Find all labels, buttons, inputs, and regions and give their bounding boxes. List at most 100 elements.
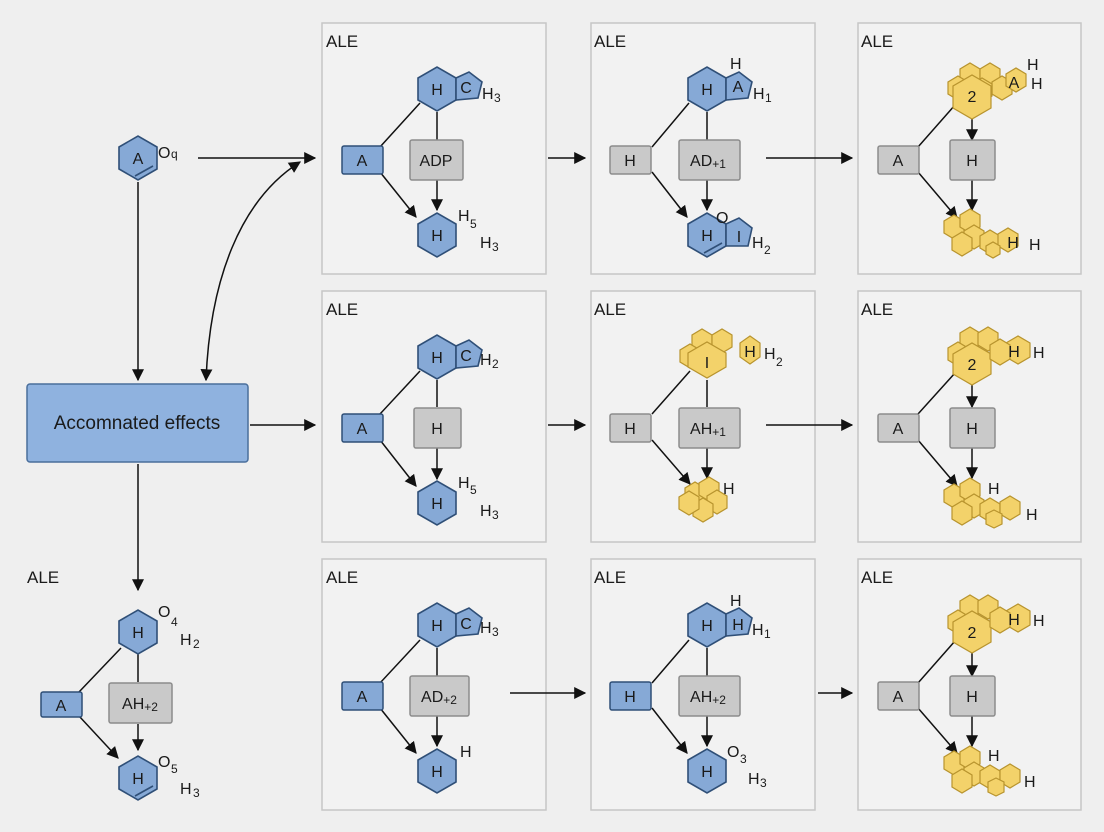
svg-text:AH+1: AH+1: [690, 421, 726, 439]
svg-text:H: H: [458, 208, 470, 225]
svg-text:H: H: [1026, 507, 1038, 524]
svg-text:H: H: [1007, 235, 1019, 252]
svg-text:2: 2: [776, 355, 783, 369]
svg-text:3: 3: [740, 752, 747, 766]
svg-text:H: H: [1008, 612, 1020, 629]
svg-text:2: 2: [193, 637, 200, 651]
svg-text:H: H: [1029, 237, 1041, 254]
svg-text:H: H: [431, 82, 443, 99]
svg-text:C: C: [460, 80, 472, 97]
svg-text:AH+2: AH+2: [690, 689, 726, 707]
main-effects-label: Accomnated effects: [54, 413, 221, 434]
svg-text:H: H: [431, 496, 443, 513]
svg-text:O: O: [716, 210, 728, 227]
svg-text:3: 3: [760, 776, 767, 790]
panel-4-title: ALE: [326, 300, 358, 319]
svg-text:H: H: [988, 481, 1000, 498]
svg-text:H: H: [1027, 57, 1039, 74]
benzene-ring-icon: [417, 480, 457, 526]
svg-text:O: O: [158, 754, 170, 771]
molecule-cluster-icon: [947, 62, 1027, 120]
svg-text:H: H: [966, 689, 978, 706]
svg-text:1: 1: [765, 91, 772, 105]
benzene-ring-icon: [952, 74, 992, 120]
svg-text:H: H: [752, 622, 764, 639]
left-bottom-diagram: H O 4 H 2 A AH+2 H O 5 H 3: [40, 604, 200, 801]
arrow-main-to-panel1-curve: [200, 161, 302, 382]
svg-text:H: H: [431, 764, 443, 781]
benzene-ring-icon: [417, 748, 457, 794]
svg-text:A: A: [893, 421, 904, 438]
benzene-ring-icon: [687, 341, 727, 379]
panel-8-title: ALE: [594, 568, 626, 587]
svg-text:O: O: [158, 604, 170, 621]
benzene-ring-icon: [687, 748, 727, 794]
svg-text:H: H: [730, 593, 742, 610]
benzene-ring-icon: [952, 610, 992, 654]
svg-text:AH+2: AH+2: [122, 696, 158, 714]
panel-9-content: ALE 2 H H A H H H: [861, 568, 1045, 797]
molecule-cluster-icon: [943, 208, 1019, 259]
pentagon-ring-icon: [725, 217, 753, 247]
svg-text:C: C: [460, 616, 472, 633]
svg-text:3: 3: [494, 91, 501, 105]
svg-text:H: H: [480, 235, 492, 252]
svg-text:A: A: [893, 153, 904, 170]
svg-text:C: C: [460, 348, 472, 365]
panel-5-content: ALE I H H 2 H AH+1 H: [594, 300, 783, 523]
svg-text:H: H: [753, 86, 765, 103]
pentagon-ring-icon: [725, 71, 753, 101]
svg-text:AD+2: AD+2: [421, 689, 457, 707]
panel-6-content: ALE 2 H H A H H H: [861, 300, 1045, 529]
benzene-ring-icon: [118, 609, 158, 655]
svg-text:H: H: [1033, 345, 1045, 362]
panel-6-title: ALE: [861, 300, 893, 319]
svg-text:A: A: [1009, 75, 1020, 92]
svg-text:H: H: [701, 618, 713, 635]
main-effects-box: Accomnated effects: [26, 383, 249, 463]
svg-text:2: 2: [492, 357, 499, 371]
benzene-ring-icon: [417, 212, 457, 258]
svg-text:A: A: [733, 79, 744, 96]
panel-3-title: ALE: [861, 32, 893, 51]
svg-text:I: I: [737, 229, 741, 246]
left-bottom-title: ALE: [27, 568, 59, 587]
svg-text:H: H: [431, 228, 443, 245]
svg-text:H: H: [431, 421, 443, 438]
left-top-molecule-subsub: q: [171, 147, 178, 161]
svg-text:H: H: [1033, 613, 1045, 630]
pentagon-ring-icon: [455, 607, 483, 637]
panel-1-content: ALE H C H 3 A ADP H H 5 H 3: [326, 32, 501, 258]
pentagon-ring-icon: [455, 71, 483, 101]
pentagon-ring-icon: [455, 339, 483, 369]
svg-text:H: H: [1024, 774, 1036, 791]
svg-text:H: H: [431, 618, 443, 635]
svg-text:H: H: [1008, 344, 1020, 361]
svg-text:H: H: [701, 228, 713, 245]
svg-text:H: H: [458, 475, 470, 492]
svg-text:AD+1: AD+1: [690, 153, 726, 171]
svg-text:H: H: [701, 764, 713, 781]
svg-text:H: H: [723, 481, 735, 498]
left-bottom-a-box: [40, 691, 83, 718]
molecule-cluster-icon: [943, 477, 1021, 529]
svg-text:H: H: [988, 748, 1000, 765]
panel-7-content: ALE H C H 3 A AD+2 H H: [326, 568, 499, 794]
molecule-cluster-icon: [679, 328, 761, 379]
svg-text:5: 5: [470, 483, 477, 497]
svg-text:H: H: [624, 421, 636, 438]
svg-text:A: A: [893, 689, 904, 706]
svg-text:H: H: [1031, 76, 1043, 93]
svg-text:2: 2: [968, 89, 977, 106]
svg-text:3: 3: [492, 508, 499, 522]
panel-2-content: ALE H A H H 1 H AD+1 H I O H 2: [594, 32, 772, 258]
svg-text:H: H: [748, 771, 760, 788]
molecule-cluster-icon: [947, 326, 1031, 386]
panel-2-title: ALE: [594, 32, 626, 51]
svg-text:H: H: [744, 344, 756, 361]
svg-text:H: H: [764, 346, 776, 363]
svg-text:I: I: [705, 355, 709, 372]
svg-text:H: H: [482, 86, 494, 103]
svg-text:A: A: [357, 153, 368, 170]
svg-text:2: 2: [968, 357, 977, 374]
